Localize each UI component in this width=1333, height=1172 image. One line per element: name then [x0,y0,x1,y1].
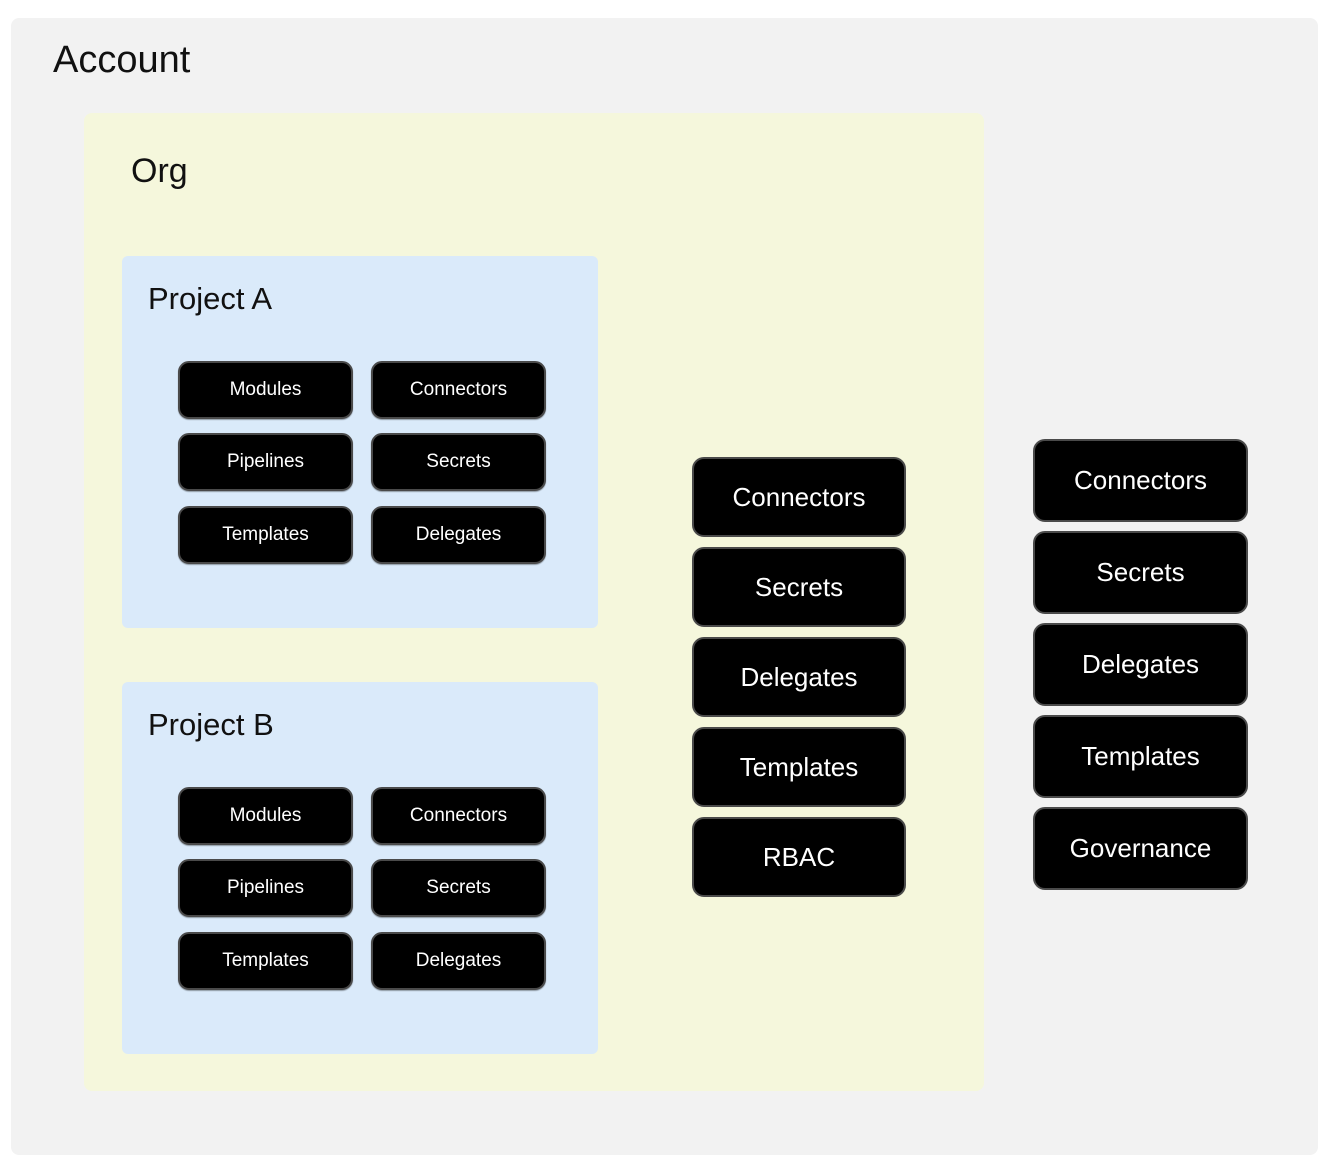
account-scope-container: Account Org Project A Modules Connectors… [11,18,1318,1155]
chip-templates[interactable]: Templates [178,506,353,564]
org-chip-delegates[interactable]: Delegates [692,637,906,717]
account-chip-delegates[interactable]: Delegates [1033,623,1248,706]
project-title-b: Project B [148,707,274,742]
project-scope-container-b: Project B Modules Connectors Pipelines S… [122,682,598,1054]
project-title-a: Project A [148,281,273,316]
chip-delegates[interactable]: Delegates [371,506,546,564]
chip-modules[interactable]: Modules [178,361,353,419]
account-scope-title: Account [53,39,191,81]
account-chip-secrets[interactable]: Secrets [1033,531,1248,614]
org-scope-container: Org Project A Modules Connectors Pipelin… [84,113,984,1091]
org-chip-rbac[interactable]: RBAC [692,817,906,897]
project-b-chip-grid: Modules Connectors Pipelines Secrets Tem… [178,787,578,1023]
project-scope-container-a: Project A Modules Connectors Pipelines S… [122,256,598,628]
chip-delegates[interactable]: Delegates [371,932,546,990]
org-scope-chip-column: Connectors Secrets Delegates Templates R… [692,457,906,907]
account-chip-governance[interactable]: Governance [1033,807,1248,890]
project-a-chip-grid: Modules Connectors Pipelines Secrets Tem… [178,361,578,597]
account-scope-chip-column: Connectors Secrets Delegates Templates G… [1033,439,1248,899]
account-chip-templates[interactable]: Templates [1033,715,1248,798]
chip-secrets[interactable]: Secrets [371,859,546,917]
org-chip-templates[interactable]: Templates [692,727,906,807]
chip-modules[interactable]: Modules [178,787,353,845]
org-chip-secrets[interactable]: Secrets [692,547,906,627]
chip-pipelines[interactable]: Pipelines [178,433,353,491]
chip-connectors[interactable]: Connectors [371,361,546,419]
org-scope-title: Org [131,152,188,190]
org-chip-connectors[interactable]: Connectors [692,457,906,537]
account-chip-connectors[interactable]: Connectors [1033,439,1248,522]
chip-secrets[interactable]: Secrets [371,433,546,491]
chip-connectors[interactable]: Connectors [371,787,546,845]
chip-templates[interactable]: Templates [178,932,353,990]
chip-pipelines[interactable]: Pipelines [178,859,353,917]
